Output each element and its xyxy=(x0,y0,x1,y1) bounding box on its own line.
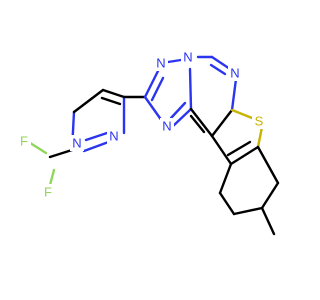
bond-n5-c3a-double xyxy=(169,101,187,120)
bond-c6a-s xyxy=(230,108,254,120)
bond-c11b-c3a xyxy=(189,107,214,138)
bond-c11b-c3a-double xyxy=(189,114,206,134)
bond-c11a-c11b xyxy=(210,134,233,166)
fluorine-label: F xyxy=(20,133,28,148)
atom-label-n-pyrimidine: N xyxy=(228,65,242,81)
bond-c10-c9 xyxy=(232,206,264,216)
nitrogen-label: N xyxy=(72,135,81,150)
bond-c7a-c11a-double xyxy=(226,140,252,157)
bond-n2-n1-double xyxy=(84,130,112,142)
atom-label-n-bridgehead: N xyxy=(181,49,195,65)
bond-c4-c3-double xyxy=(100,96,122,106)
bond-n4-c3a xyxy=(188,67,193,111)
bond-c2-n5 xyxy=(143,95,164,123)
sulfur-label: S xyxy=(255,113,264,128)
atom-label-f-top: F xyxy=(17,133,31,149)
bond-c5-n6-double xyxy=(209,63,227,76)
bond-c5-n6 xyxy=(210,55,232,71)
bond-c5-c4 xyxy=(72,88,105,114)
bond-f2-chf2 xyxy=(48,168,56,187)
fluorine-label: F xyxy=(44,184,52,199)
bond-c11a-c11 xyxy=(218,162,233,195)
molecule-structure: F F N N N N N N S xyxy=(17,49,280,236)
bond-c9-c8 xyxy=(260,181,280,210)
bond-n5-c3a xyxy=(170,107,193,129)
bond-s-c7a xyxy=(256,125,264,149)
nitrogen-label: N xyxy=(109,128,118,143)
bond-c9-methyl xyxy=(260,206,276,236)
nitrogen-label: N xyxy=(156,55,165,70)
bond-c6a-c11b xyxy=(210,108,234,138)
atom-label-n-triazole-bottom: N xyxy=(160,118,174,134)
bond-c11-c10 xyxy=(218,191,236,216)
atom-label-n-pyrazole-1: N xyxy=(70,135,84,151)
atom-label-f-bottom: F xyxy=(41,184,55,200)
nitrogen-label: N xyxy=(162,118,171,133)
nitrogen-label: N xyxy=(230,65,239,80)
bond-c7a-c11a xyxy=(229,145,260,166)
atom-label-n-pyrazole-2: N xyxy=(107,128,121,144)
bond-n6-c6a xyxy=(230,77,238,112)
nitrogen-label: N xyxy=(183,49,192,64)
bond-c4-c3 xyxy=(101,88,126,99)
bond-c2-n3-double xyxy=(150,76,165,102)
atom-label-sulfur: S xyxy=(252,113,266,129)
atom-label-n-triazole-top: N xyxy=(154,55,168,71)
bond-chf2-n1 xyxy=(48,148,74,159)
bond-c2-n3 xyxy=(143,69,160,99)
bond-n3-n4 xyxy=(166,58,183,64)
bond-c8-c7a xyxy=(256,145,280,185)
